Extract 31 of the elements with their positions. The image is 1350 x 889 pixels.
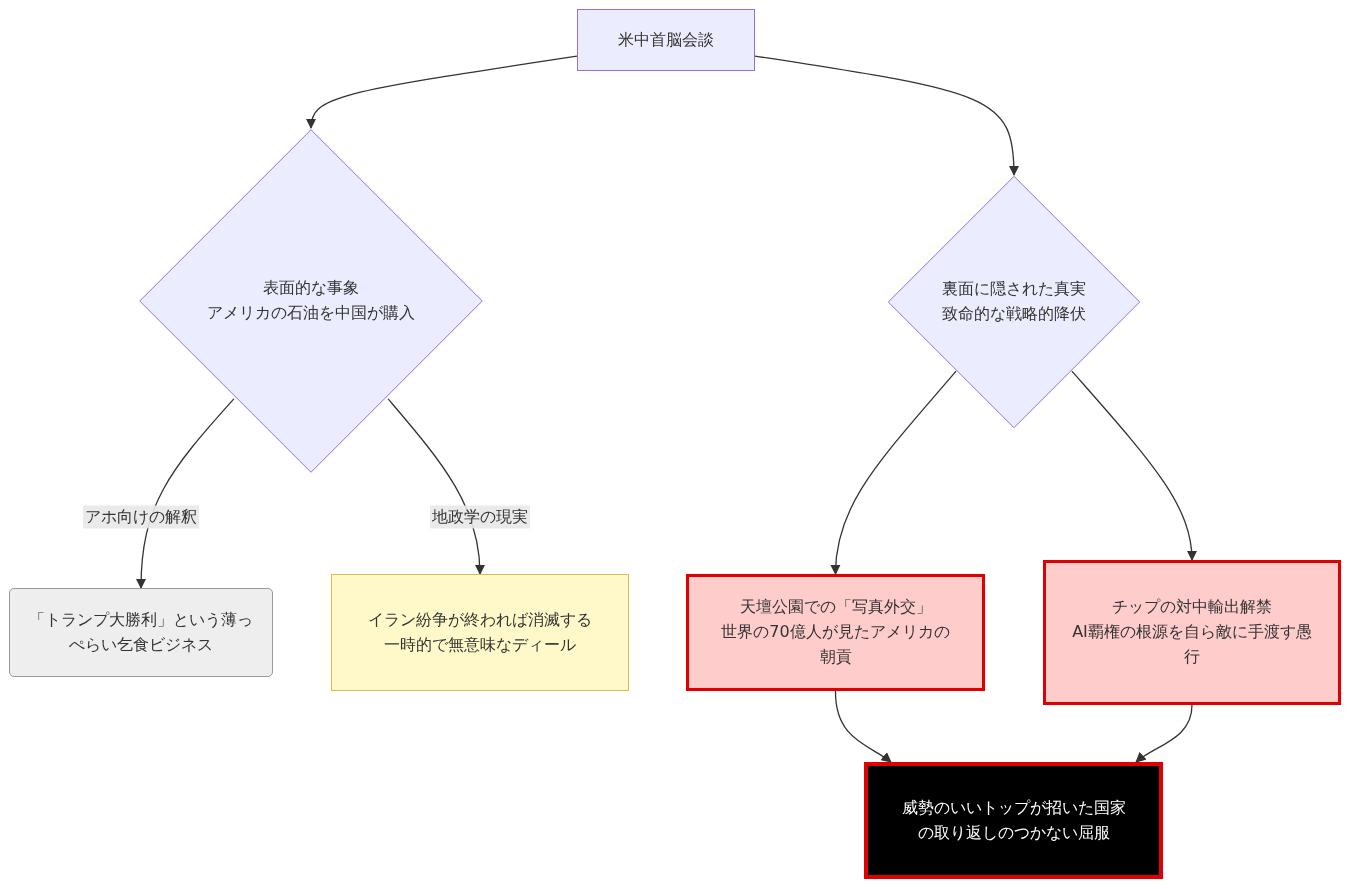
- arrow: [136, 398, 235, 590]
- node-text: 裏面に隠された真実: [942, 278, 1086, 301]
- edge-label: アホ向けの解釈: [83, 505, 199, 529]
- node-text: 一時的で無意味なディール: [384, 633, 576, 656]
- decision-diamond: [887, 175, 1141, 429]
- node-text: イラン紛争が終われば消滅する: [368, 608, 592, 631]
- process-box: [331, 574, 629, 691]
- arrow: [306, 55, 578, 130]
- node-text: 威勢のいいトップが招いた国家の取り返しのつかない屈服: [900, 796, 1127, 844]
- node-text: 表面的な事象: [263, 277, 359, 300]
- process-box: [1043, 560, 1341, 705]
- node-text: 米中首脳会談: [618, 28, 714, 51]
- node-text: 天壇公園での「写真外交」: [739, 596, 932, 619]
- process-box: [577, 9, 755, 71]
- node-text: チップの対中輸出解禁: [1112, 596, 1272, 619]
- node-text: 致命的な戦略的降伏: [942, 303, 1086, 325]
- node-text: アメリカの石油を中国が購入: [207, 302, 415, 324]
- arrow: [834, 690, 892, 763]
- arrow: [1071, 370, 1197, 562]
- process-box: [9, 588, 273, 677]
- decision-diamond: [138, 128, 484, 474]
- arrow: [830, 370, 957, 576]
- arrow: [1135, 704, 1193, 763]
- node-text: 「トランプ大勝利」という薄っぺらい乞食ビジネス: [28, 608, 254, 656]
- node-text: AI覇権の根源を自ら敵に手渡す愚行: [1072, 621, 1312, 668]
- edge-label: 地政学の現実: [430, 505, 530, 529]
- process-box: [686, 574, 985, 691]
- arrow: [754, 55, 1019, 177]
- node-text: 世界の70億人が見たアメリカの朝貢: [720, 621, 951, 668]
- arrow: [387, 398, 485, 576]
- process-box: [864, 762, 1163, 879]
